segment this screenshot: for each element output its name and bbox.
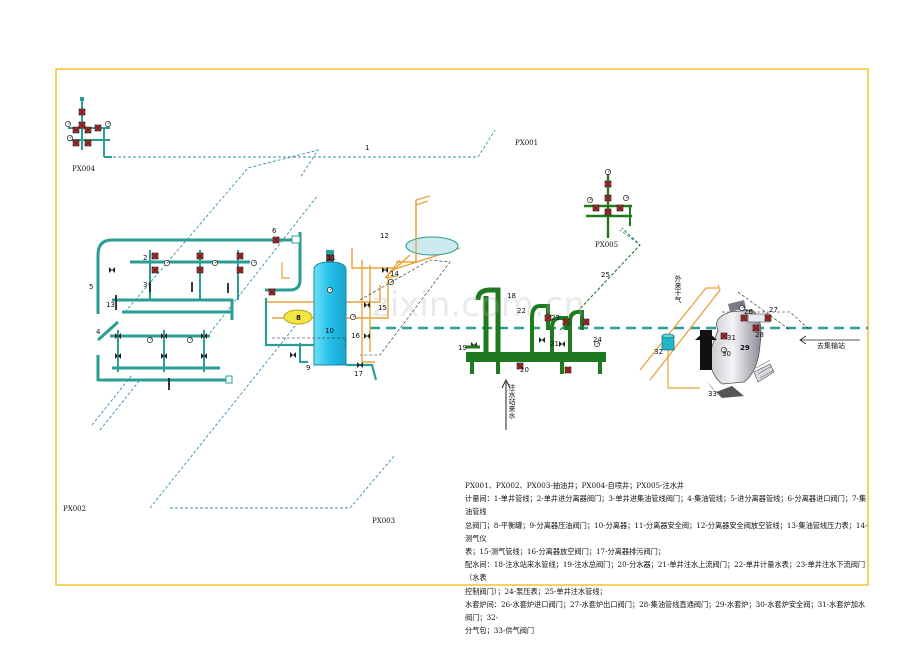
- callout-23: 23: [551, 314, 560, 322]
- legend-line: 总阀门；8-平衡罐；9-分离器压油阀门；10-分离器；11-分离器安全阀；12-…: [465, 520, 868, 543]
- callout-29: 29: [740, 344, 750, 352]
- water-inlet-arrow: [501, 378, 511, 430]
- callout-31: 31: [727, 334, 736, 342]
- export-arrow: [799, 335, 860, 345]
- vent-tank: [405, 236, 459, 256]
- callout-18: 18: [507, 292, 516, 300]
- callout-16: 16: [351, 332, 360, 340]
- legend-line: 计量间：1-单井管线；2-单井进分离器阀门；3-单井进集油管线阀门；4-集油管线…: [465, 494, 867, 517]
- vent-line: [415, 195, 431, 262]
- callout-1: 1: [365, 144, 369, 152]
- callout-2: 2: [143, 254, 147, 262]
- label-px003: PX003: [372, 517, 395, 525]
- legend-line: 配水间：18-注水站来水管线；19-注水总阀门；20-分水器；21-单井注水上流…: [465, 560, 866, 583]
- water-jacket-furnace: [695, 300, 775, 398]
- label-px004: PX004: [72, 165, 96, 173]
- callout-19: 19: [458, 344, 467, 352]
- separator-assembly: [264, 200, 461, 381]
- callout-15: 15: [378, 304, 387, 312]
- callout-32: 32: [654, 348, 663, 356]
- label-px001: PX001: [515, 139, 538, 147]
- legend-line: 控制阀门）；24-泵压表；25-单井注水管线；: [465, 586, 607, 596]
- pipe-end-cap: [225, 375, 233, 384]
- label-to-station: 去集输站: [817, 341, 845, 350]
- callout-33: 33: [708, 390, 717, 398]
- label-outside-gas: 外来干气: [674, 274, 682, 303]
- callout-30: 30: [722, 350, 731, 358]
- callout-21: 21: [550, 340, 559, 348]
- metering-manifold: [96, 232, 302, 382]
- legend-line: PX001、PX002、PX003-抽油井；PX004-自喷井；PX005-注水…: [465, 481, 685, 490]
- callout-3: 3: [143, 281, 147, 289]
- callout-28: 28: [755, 331, 764, 339]
- callout-11: 11: [327, 254, 336, 262]
- callout-20: 20: [520, 366, 529, 374]
- water-distributor: [466, 287, 606, 374]
- injection-line-25: [559, 227, 641, 331]
- manifold-valves: [109, 236, 280, 359]
- label-px002: PX002: [63, 505, 86, 513]
- callout-24: 24: [593, 336, 602, 344]
- watermark: zixin.com.cn: [372, 285, 585, 325]
- vent-dashed-box: [272, 259, 451, 356]
- legend-line: 水套炉间：26-水套炉进口阀门；27-水套炉出口阀门；28-集油管线直通阀门；2…: [465, 599, 866, 623]
- callout-6: 6: [272, 227, 277, 235]
- callout-22: 22: [517, 307, 526, 315]
- inlet-water-label: 注水站来水: [508, 383, 516, 419]
- callout-14: 14: [390, 270, 399, 278]
- callout-10: 10: [325, 327, 334, 335]
- callout-5: 5: [89, 283, 93, 291]
- legend-line: 分气包；33-供气阀门: [465, 626, 535, 636]
- callout-12: 12: [380, 232, 389, 240]
- callout-26: 26: [744, 308, 753, 316]
- label-px005: PX005: [595, 241, 618, 249]
- manifold-stubs: [115, 282, 229, 390]
- callout-8: 8: [296, 314, 301, 322]
- callout-27: 27: [769, 306, 778, 314]
- wellhead-px005: [584, 169, 632, 238]
- callout-17: 17: [354, 370, 363, 378]
- callout-numbers: 1 2 3 4 5 6 8 9 10 11 12 13 14 15 16 17 …: [89, 144, 778, 398]
- callout-13: 13: [106, 301, 115, 309]
- legend: PX001、PX002、PX003-抽油井；PX004-自喷井；PX005-注水…: [465, 479, 870, 637]
- callout-4: 4: [96, 328, 101, 336]
- wellhead-px004: [65, 97, 112, 158]
- gas-separator-32: [661, 333, 675, 351]
- svg-text:注水站来水: 注水站来水: [508, 383, 516, 419]
- legend-line: 表；15-测气管线；16-分离器放空阀门；17-分离器排污阀门；: [465, 547, 666, 557]
- pipe-end-cap: [291, 235, 301, 244]
- callout-9: 9: [306, 364, 310, 372]
- callout-25: 25: [601, 271, 610, 279]
